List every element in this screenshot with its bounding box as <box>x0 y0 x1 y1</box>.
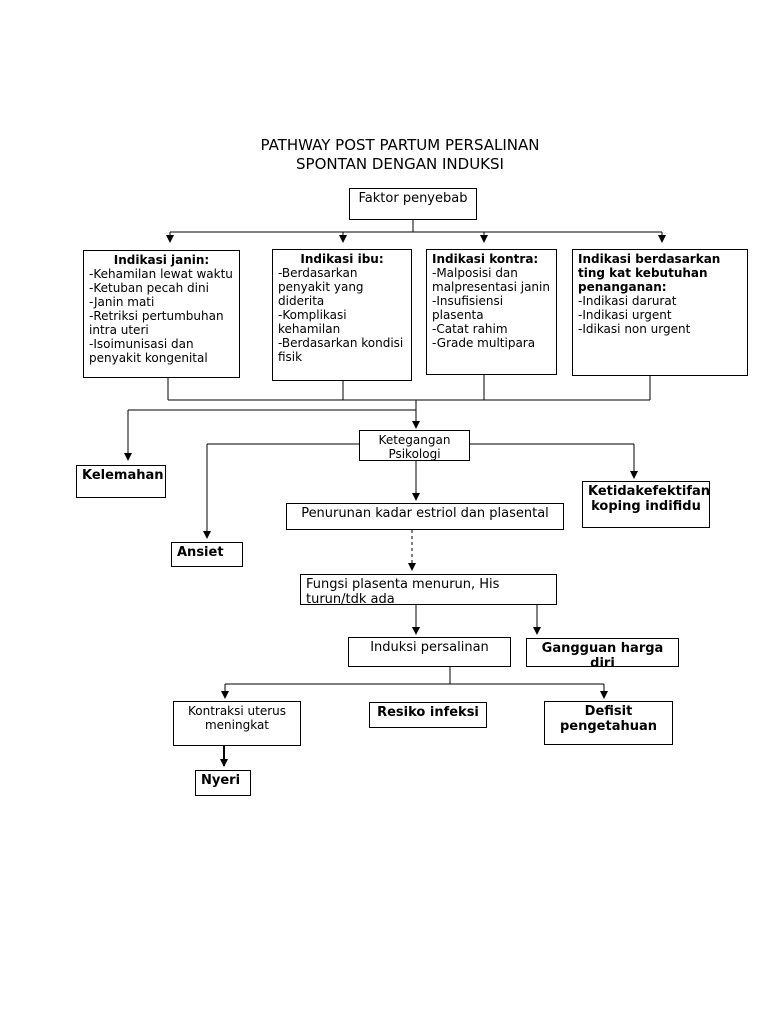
indikasi-janin-list: -Kehamilan lewat waktu -Ketuban pecah di… <box>89 267 233 365</box>
title-line-2: SPONTAN DENGAN INDUKSI <box>296 155 504 173</box>
gangguan-harga-diri-label: Gangguan harga diri <box>541 641 664 667</box>
induksi-persalinan-label: Induksi persalinan <box>370 640 489 655</box>
induksi-persalinan-box: Induksi persalinan <box>348 637 511 667</box>
indikasi-janin-heading: Indikasi janin: <box>113 253 210 267</box>
kelemahan-box: Kelemahan <box>76 465 166 498</box>
gangguan-harga-diri-box: Gangguan harga diri <box>526 638 679 667</box>
fungsi-plasenta-label: Fungsi plasenta menurun, His turun/tdk a… <box>306 577 500 605</box>
ketidakefektifan-koping-box: Ketidakefektifan koping indifidu <box>582 481 710 528</box>
ketegangan-psikologi-label: Ketegangan Psikologi <box>378 433 451 461</box>
indikasi-kebutuhan-heading: Indikasi berdasarkan ting kat kebutuhan … <box>578 252 721 294</box>
resiko-infeksi-box: Resiko infeksi <box>369 702 487 728</box>
defisit-pengetahuan-label: Defisit pengetahuan <box>559 704 658 734</box>
ansiet-label: Ansiet <box>177 545 224 560</box>
page-title: PATHWAY POST PARTUM PERSALINAN SPONTAN D… <box>150 136 650 174</box>
kontraksi-uterus-box: Kontraksi uterus meningkat <box>173 701 301 746</box>
indikasi-kebutuhan-list: -Indikasi darurat -Indikasi urgent -Idik… <box>578 294 691 336</box>
indikasi-kontra-heading: Indikasi kontra: <box>432 252 539 266</box>
faktor-penyebab-label: Faktor penyebab <box>358 191 468 206</box>
kelemahan-label: Kelemahan <box>82 468 164 483</box>
indikasi-janin-box: Indikasi janin: -Kehamilan lewat waktu -… <box>83 250 240 378</box>
indikasi-kontra-box: Indikasi kontra: -Malposisi dan malprese… <box>426 249 557 375</box>
ansiet-box: Ansiet <box>171 542 243 567</box>
indikasi-ibu-heading: Indikasi ibu: <box>300 252 384 266</box>
fungsi-plasenta-box: Fungsi plasenta menurun, His turun/tdk a… <box>300 574 557 605</box>
ketegangan-psikologi-box: Ketegangan Psikologi <box>359 430 470 461</box>
indikasi-ibu-box: Indikasi ibu: -Berdasarkan penyakit yang… <box>272 249 412 381</box>
title-line-1: PATHWAY POST PARTUM PERSALINAN <box>260 136 540 154</box>
indikasi-ibu-list: -Berdasarkan penyakit yang diderita -Kom… <box>278 266 404 364</box>
defisit-pengetahuan-box: Defisit pengetahuan <box>544 701 673 745</box>
ketidakefektifan-koping-label: Ketidakefektifan koping indifidu <box>588 484 710 514</box>
nyeri-label: Nyeri <box>201 773 241 788</box>
indikasi-kontra-list: -Malposisi dan malpresentasi janin -Insu… <box>432 266 550 350</box>
resiko-infeksi-label: Resiko infeksi <box>377 705 479 720</box>
faktor-penyebab-box: Faktor penyebab <box>349 188 477 220</box>
nyeri-box: Nyeri <box>195 770 251 796</box>
indikasi-kebutuhan-box: Indikasi berdasarkan ting kat kebutuhan … <box>572 249 748 376</box>
penurunan-kadar-box: Penurunan kadar estriol dan plasental <box>286 503 564 530</box>
kontraksi-uterus-label: Kontraksi uterus meningkat <box>187 704 287 732</box>
penurunan-kadar-label: Penurunan kadar estriol dan plasental <box>301 506 549 521</box>
